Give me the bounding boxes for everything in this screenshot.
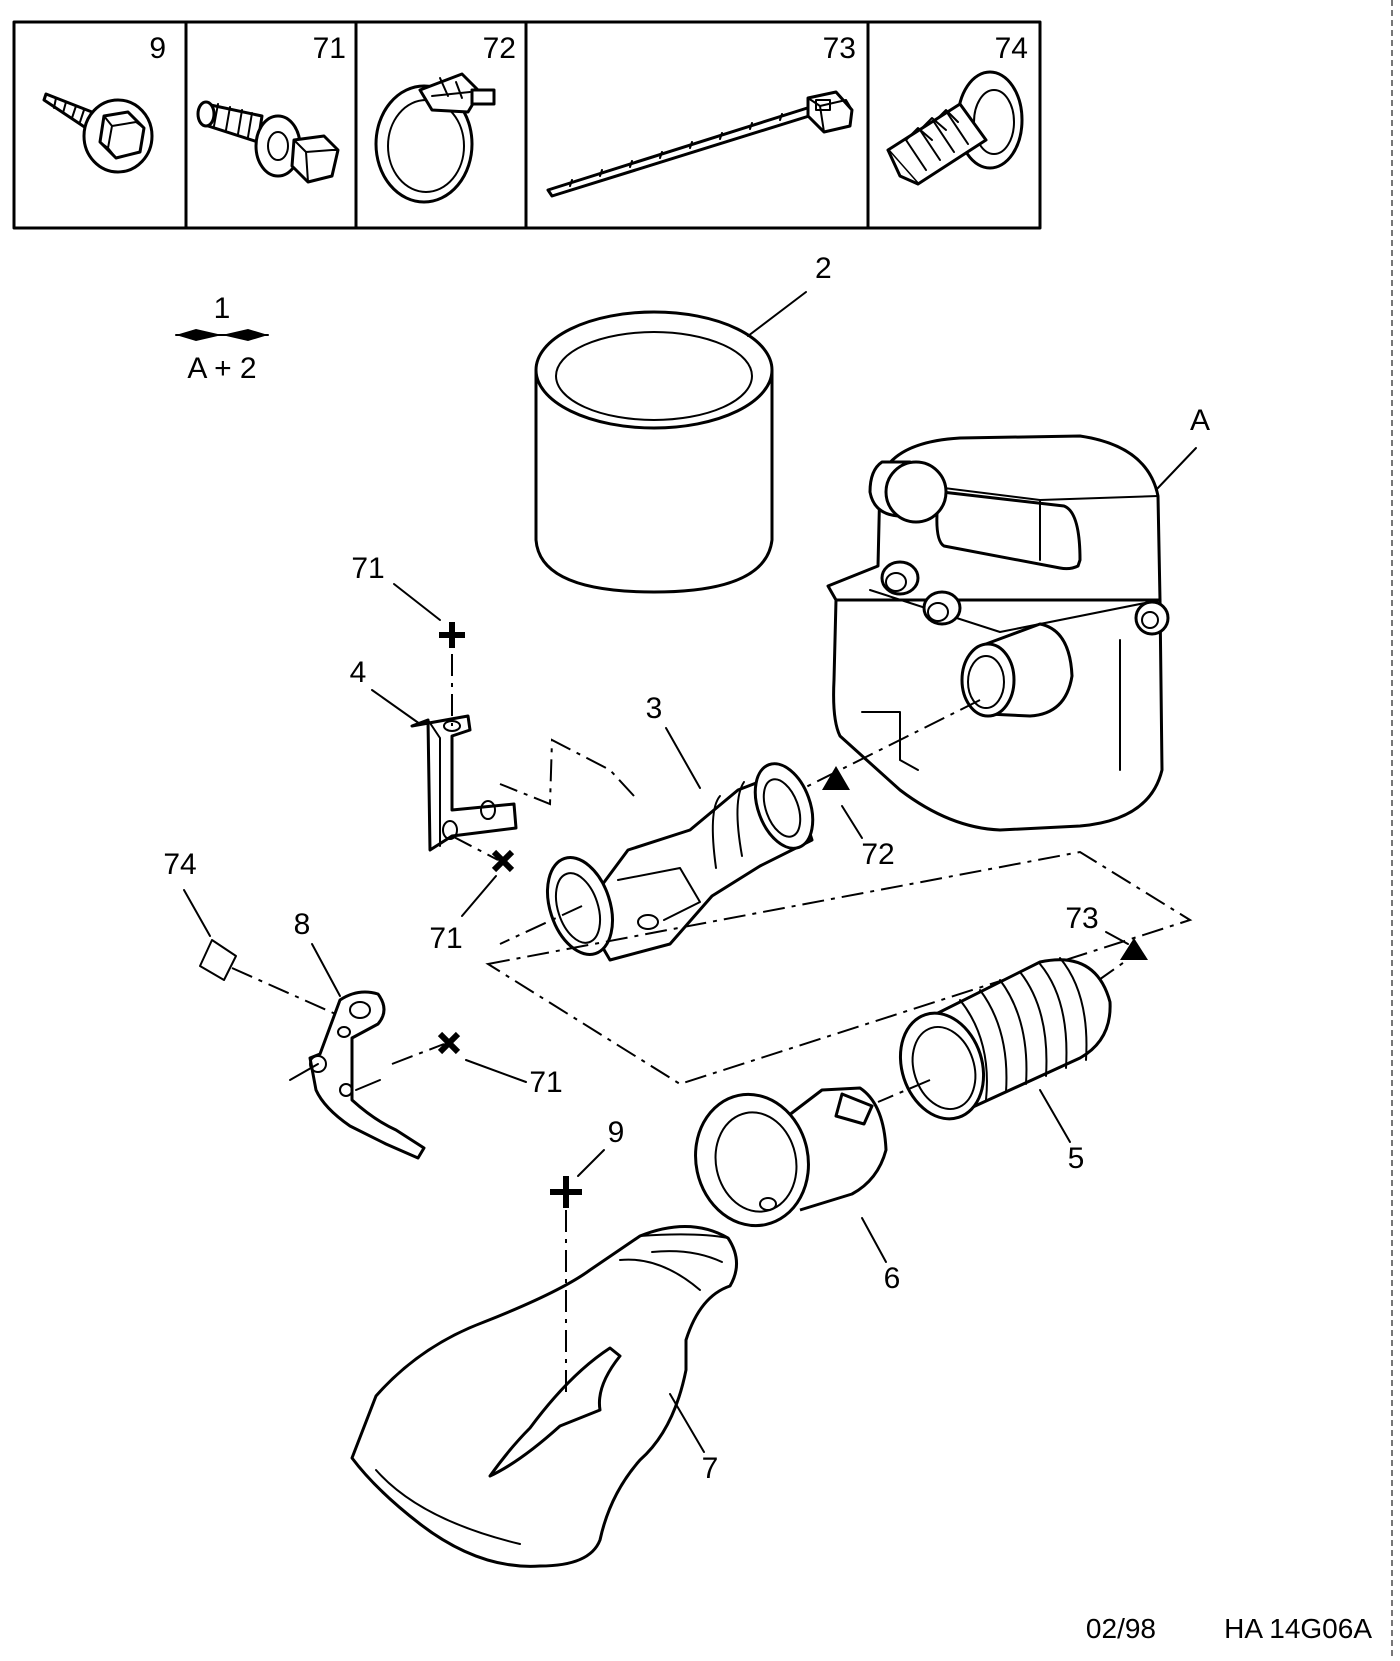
hardware-cell-label: 74 — [995, 32, 1028, 65]
bellows-hose: 5 — [898, 957, 1112, 1175]
air-filter-element: 2 — [534, 252, 832, 594]
hardware-cell-label: 73 — [823, 32, 856, 65]
callout-label: 5 — [1068, 1142, 1085, 1175]
clip-position-marker-icon — [199, 939, 237, 981]
assembly-path-line — [499, 905, 583, 945]
callout-label: 71 — [429, 922, 462, 955]
duct-bracket: 4 — [350, 656, 518, 852]
cable-tie-icon — [546, 90, 854, 198]
legend-top-label: 1 — [214, 292, 231, 325]
assembly-path-frame — [485, 850, 1193, 1086]
clamp-position-marker-icon — [822, 766, 850, 790]
screw-marker-lower-bracket: 71 — [391, 1031, 563, 1099]
bolt-nut-washer-icon — [196, 100, 340, 184]
intake-duct: 3 — [546, 692, 815, 962]
callout-label: 72 — [861, 838, 894, 871]
lower-bracket: 8 — [289, 908, 426, 1160]
hardware-cell-label: 9 — [149, 32, 166, 65]
flange-screw-icon — [42, 92, 154, 174]
screw-marker-top: 71 — [351, 552, 465, 726]
assembly-path-line — [799, 699, 981, 791]
assembly-path-line — [499, 738, 635, 806]
hardware-table: 9 71 72 73 74 — [12, 20, 1042, 230]
screw-marker-bottom: 71 — [429, 835, 515, 955]
screw-position-cross-icon — [437, 1031, 461, 1055]
screw-position-cross-icon — [550, 1176, 582, 1208]
callout-label: 74 — [163, 848, 196, 881]
hardware-cell-label: 72 — [483, 32, 516, 65]
drawing-date: 02/98 — [1086, 1613, 1156, 1644]
assembly-legend: 1 A + 2 — [175, 292, 269, 385]
callout-label: 9 — [608, 1116, 625, 1149]
callout-label: A — [1190, 404, 1210, 437]
assembly-path-line — [877, 1079, 931, 1103]
callout-label: 73 — [1065, 902, 1098, 935]
hardware-cell-label: 71 — [313, 32, 346, 65]
callout-label: 71 — [529, 1066, 562, 1099]
screw-position-cross-icon — [439, 622, 465, 648]
air-inlet-scoop: 7 — [350, 1225, 738, 1568]
callout-label: 2 — [815, 252, 832, 285]
callout-label: 71 — [351, 552, 384, 585]
hose-clamp-icon — [374, 72, 496, 204]
callout-label: 7 — [702, 1452, 719, 1485]
callout-label: 6 — [884, 1262, 901, 1295]
screw-marker-scoop: 9 — [550, 1116, 624, 1396]
callout-label: 4 — [350, 656, 367, 689]
clip-marker: 74 — [163, 848, 341, 1017]
duct-adapter: 6 — [694, 1086, 901, 1295]
callout-label: 3 — [646, 692, 663, 725]
fir-tree-clip-icon — [886, 70, 1024, 186]
cable-tie-position-marker-icon — [1120, 938, 1148, 960]
callout-label: 8 — [294, 908, 311, 941]
legend-bottom-label: A + 2 — [187, 352, 256, 385]
drawing-reference-code: HA 14G06A — [1224, 1613, 1372, 1644]
air-filter-housing: A — [826, 404, 1210, 832]
screw-position-cross-icon — [491, 849, 515, 873]
